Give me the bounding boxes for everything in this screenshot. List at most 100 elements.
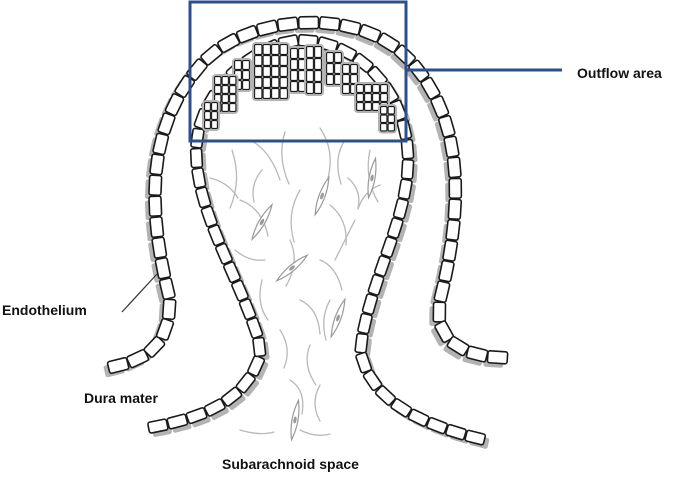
- endothelial-cell: [355, 351, 373, 374]
- outflow-cell: [204, 120, 211, 129]
- outflow-cell: [290, 70, 298, 81]
- endothelial-cell: [448, 177, 463, 200]
- outflow-cell-cluster: [378, 104, 397, 134]
- endothelial-cell: [446, 156, 462, 179]
- endothelial-cell: [276, 16, 299, 32]
- endothelial-cell: [185, 407, 208, 425]
- outflow-cell: [364, 102, 372, 111]
- collagen-fiber: [209, 177, 239, 199]
- outflow-cell: [221, 103, 229, 112]
- endothelial-cell: [200, 205, 218, 228]
- outflow-cell: [229, 85, 237, 94]
- endothelial-cell: [152, 132, 170, 156]
- collagen-fiber: [281, 131, 290, 185]
- fibroblast-cell: [367, 156, 377, 200]
- collagen-fiber: [299, 299, 321, 335]
- endothelial-cell: [426, 416, 448, 435]
- collagen-fiber: [289, 379, 304, 415]
- collagen-fiber: [229, 149, 238, 209]
- fibroblast-cell: [330, 297, 346, 339]
- endothelial-cell: [207, 224, 226, 247]
- fibroblast-cell: [290, 398, 300, 442]
- outflow-cell-cluster: [324, 50, 344, 87]
- outflow-cell: [279, 55, 288, 66]
- outflow-cell: [211, 102, 218, 111]
- endothelial-cell: [164, 93, 185, 117]
- endothelial-cell: [357, 312, 373, 335]
- endothelial-cell: [147, 418, 169, 434]
- outflow-cell: [242, 80, 250, 90]
- outflow-cell: [279, 88, 288, 99]
- outflow-cell: [306, 70, 314, 82]
- collagen-fiber: [234, 249, 266, 261]
- outflow-cell: [314, 70, 322, 82]
- endothelial-cell: [400, 158, 415, 180]
- outflow-cell-cluster: [304, 44, 324, 96]
- collagen-fiber: [249, 139, 281, 181]
- endothelium-leader-line: [121, 273, 158, 313]
- endothelial-cell: [247, 354, 266, 377]
- endothelial-cell: [126, 348, 150, 369]
- outflow-cell: [380, 93, 388, 102]
- collagen-fiber: [329, 204, 347, 246]
- endothelial-cell: [256, 19, 279, 37]
- endothelial-cell: [223, 261, 241, 284]
- outflow-cell: [380, 84, 388, 93]
- endothelial-cell: [432, 301, 447, 323]
- outflow-cell: [229, 94, 237, 103]
- endothelial-cell: [189, 147, 204, 169]
- dura-mater-label: Dura mater: [84, 390, 158, 406]
- outflow-cell: [350, 74, 358, 84]
- endothelial-cell: [215, 242, 233, 265]
- endothelial-cell: [445, 423, 467, 441]
- endothelial-cell: [442, 239, 459, 262]
- outflow-cell: [254, 44, 263, 55]
- outflow-cell: [326, 52, 334, 63]
- outflow-area-label: Outflow area: [577, 65, 662, 81]
- collagen-fibers: [209, 127, 381, 442]
- outflow-cell: [314, 82, 322, 94]
- endothelial-cell: [464, 429, 487, 446]
- endothelial-cell: [235, 372, 256, 394]
- outflow-cell: [387, 123, 395, 132]
- endothelial-cell: [386, 217, 404, 239]
- outflow-cell: [262, 44, 271, 55]
- outflow-cell: [204, 111, 211, 120]
- endothelial-cell: [238, 298, 257, 321]
- collagen-fiber: [334, 219, 356, 261]
- outflow-cell: [279, 77, 288, 88]
- endothelial-cell: [380, 236, 398, 258]
- outflow-cell-cluster: [202, 100, 220, 131]
- collagen-fiber: [357, 184, 381, 210]
- outflow-cell: [387, 106, 395, 115]
- outflow-cell: [271, 55, 280, 66]
- endothelial-cell: [161, 298, 177, 321]
- endothelial-cell: [154, 257, 172, 280]
- outflow-cell: [229, 103, 237, 112]
- endothelial-cell: [148, 174, 163, 197]
- endothelial-cell: [373, 255, 391, 277]
- endothelial-cell: [200, 43, 223, 66]
- collagen-fiber: [323, 299, 331, 341]
- outflow-cell: [211, 120, 218, 129]
- collagen-fiber: [319, 127, 331, 179]
- outflow-cell: [254, 66, 263, 77]
- outflow-cell: [214, 76, 222, 85]
- outflow-cell: [271, 66, 280, 77]
- endothelial-cell: [392, 197, 409, 220]
- endothelial-cell: [367, 273, 385, 296]
- endothelial-cell: [396, 118, 413, 141]
- endothelial-cell: [166, 413, 189, 430]
- outflow-cell: [242, 70, 250, 80]
- outflow-cell: [290, 48, 298, 59]
- collagen-fiber: [306, 344, 317, 386]
- endothelial-cell: [430, 95, 450, 119]
- endothelial-cell: [354, 332, 369, 354]
- collagen-fiber: [299, 429, 331, 436]
- endothelial-cell: [318, 16, 341, 32]
- outflow-cell: [254, 55, 263, 66]
- outflow-cell: [290, 59, 298, 70]
- collagen-fiber: [314, 384, 321, 422]
- outflow-cell: [271, 77, 280, 88]
